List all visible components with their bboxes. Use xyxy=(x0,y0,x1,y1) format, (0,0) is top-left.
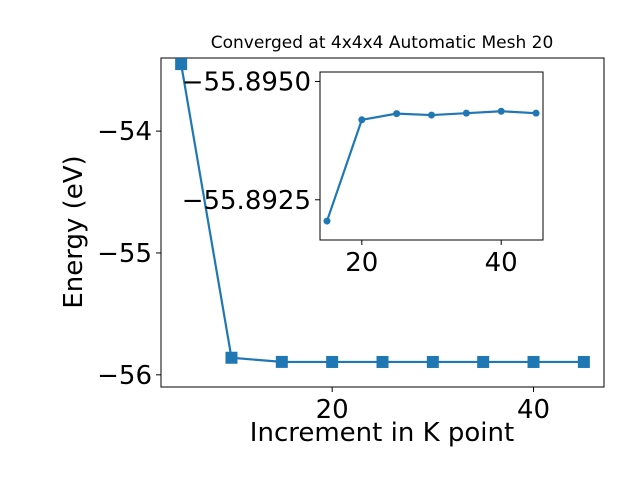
main-x-tick-label: 40 xyxy=(517,395,550,425)
chart-title: Converged at 4x4x4 Automatic Mesh 20 xyxy=(211,33,554,53)
main-y-tick-label: −56 xyxy=(97,361,152,391)
inset-y-tick-label: −55.8925 xyxy=(182,186,311,216)
inset-data-point xyxy=(323,217,331,225)
y-axis-label: Energy (eV) xyxy=(59,155,89,308)
inset-y-tick-label: −55.8950 xyxy=(182,68,311,98)
inset-series-line xyxy=(325,110,537,222)
main-y-tick-label: −55 xyxy=(97,239,152,269)
inset-data-point xyxy=(462,109,470,117)
main-data-point xyxy=(577,355,590,368)
main-x-tick-label: 20 xyxy=(316,395,349,425)
inset-x-tick-label: 40 xyxy=(485,248,518,278)
inset-axes: 20 40 −55.8925 −55.8950 xyxy=(182,68,544,278)
main-data-point xyxy=(326,355,339,368)
inset-data-point xyxy=(358,116,366,124)
main-data-point xyxy=(175,58,188,71)
main-data-point xyxy=(225,351,238,364)
main-data-point xyxy=(376,355,389,368)
main-data-point xyxy=(477,355,490,368)
main-data-point xyxy=(275,355,288,368)
x-axis-label: Increment in K point xyxy=(250,418,514,448)
main-frame xyxy=(160,57,605,388)
inset-data-point xyxy=(497,107,505,115)
inset-data-point xyxy=(393,110,401,118)
inset-data-point xyxy=(428,111,435,119)
main-y-tick-label: −54 xyxy=(97,117,152,147)
main-data-point xyxy=(527,355,540,368)
inset-x-tick-label: 20 xyxy=(345,248,378,278)
main-axes: 20 40 −56 −55 −54 xyxy=(97,57,605,425)
inset-data-point xyxy=(532,109,540,117)
inset-frame xyxy=(319,71,544,241)
main-data-point xyxy=(426,355,439,368)
